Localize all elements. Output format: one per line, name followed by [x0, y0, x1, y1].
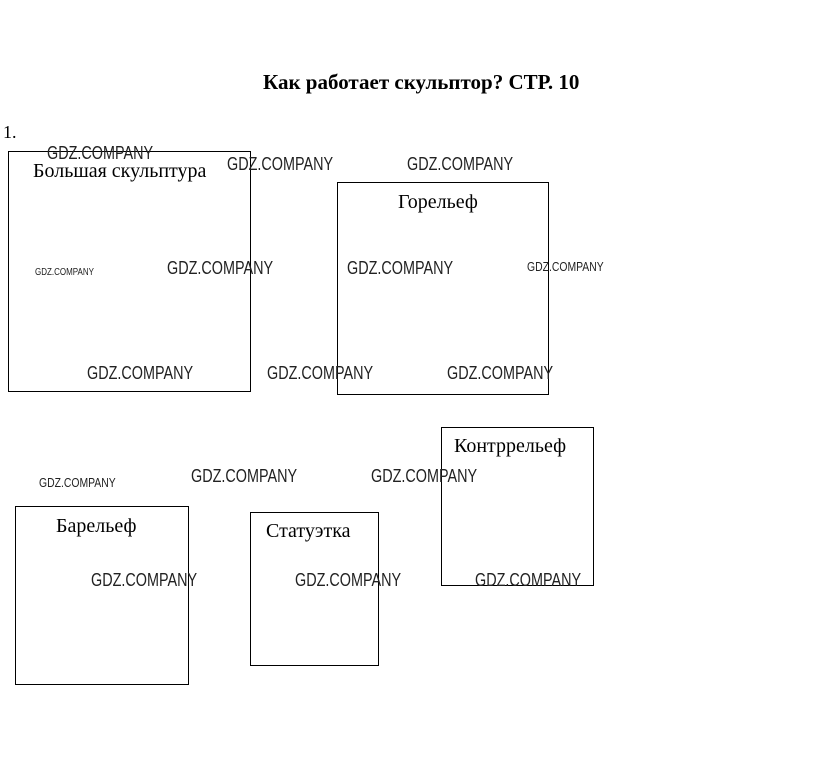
watermark: GDZ.COMPANY: [447, 363, 554, 383]
watermark: GDZ.COMPANY: [227, 154, 334, 174]
watermark: GDZ.COMPANY: [91, 570, 198, 590]
watermark: GDZ.COMPANY: [295, 570, 402, 590]
task-number: 1.: [3, 122, 17, 142]
box-high-relief: Горельеф: [337, 182, 549, 395]
watermark: GDZ.COMPANY: [475, 570, 582, 590]
watermark: GDZ.COMPANY: [347, 258, 454, 278]
box-statuette: Статуэтка: [250, 512, 379, 666]
watermark: GDZ.COMPANY: [35, 267, 94, 278]
watermark: GDZ.COMPANY: [267, 363, 374, 383]
watermark: GDZ.COMPANY: [39, 475, 116, 490]
page-title: Как работает скульптор? СТР. 10: [263, 70, 580, 94]
box-label: Статуэтка: [266, 520, 351, 542]
box-counter-relief: Контррельеф: [441, 427, 594, 586]
watermark: GDZ.COMPANY: [167, 258, 274, 278]
watermark: GDZ.COMPANY: [527, 259, 604, 274]
box-label: Большая скульптура: [33, 160, 207, 182]
box-label: Горельеф: [398, 191, 478, 213]
box-label: Контррельеф: [454, 435, 567, 457]
watermark: GDZ.COMPANY: [371, 466, 478, 486]
watermark: GDZ.COMPANY: [191, 466, 298, 486]
box-big-sculpture: Большая скульптура: [8, 151, 251, 392]
watermark: GDZ.COMPANY: [47, 143, 154, 163]
box-label: Барельеф: [56, 515, 137, 537]
watermark: GDZ.COMPANY: [87, 363, 194, 383]
box-bas-relief: Барельеф: [15, 506, 189, 685]
watermark: GDZ.COMPANY: [407, 154, 514, 174]
